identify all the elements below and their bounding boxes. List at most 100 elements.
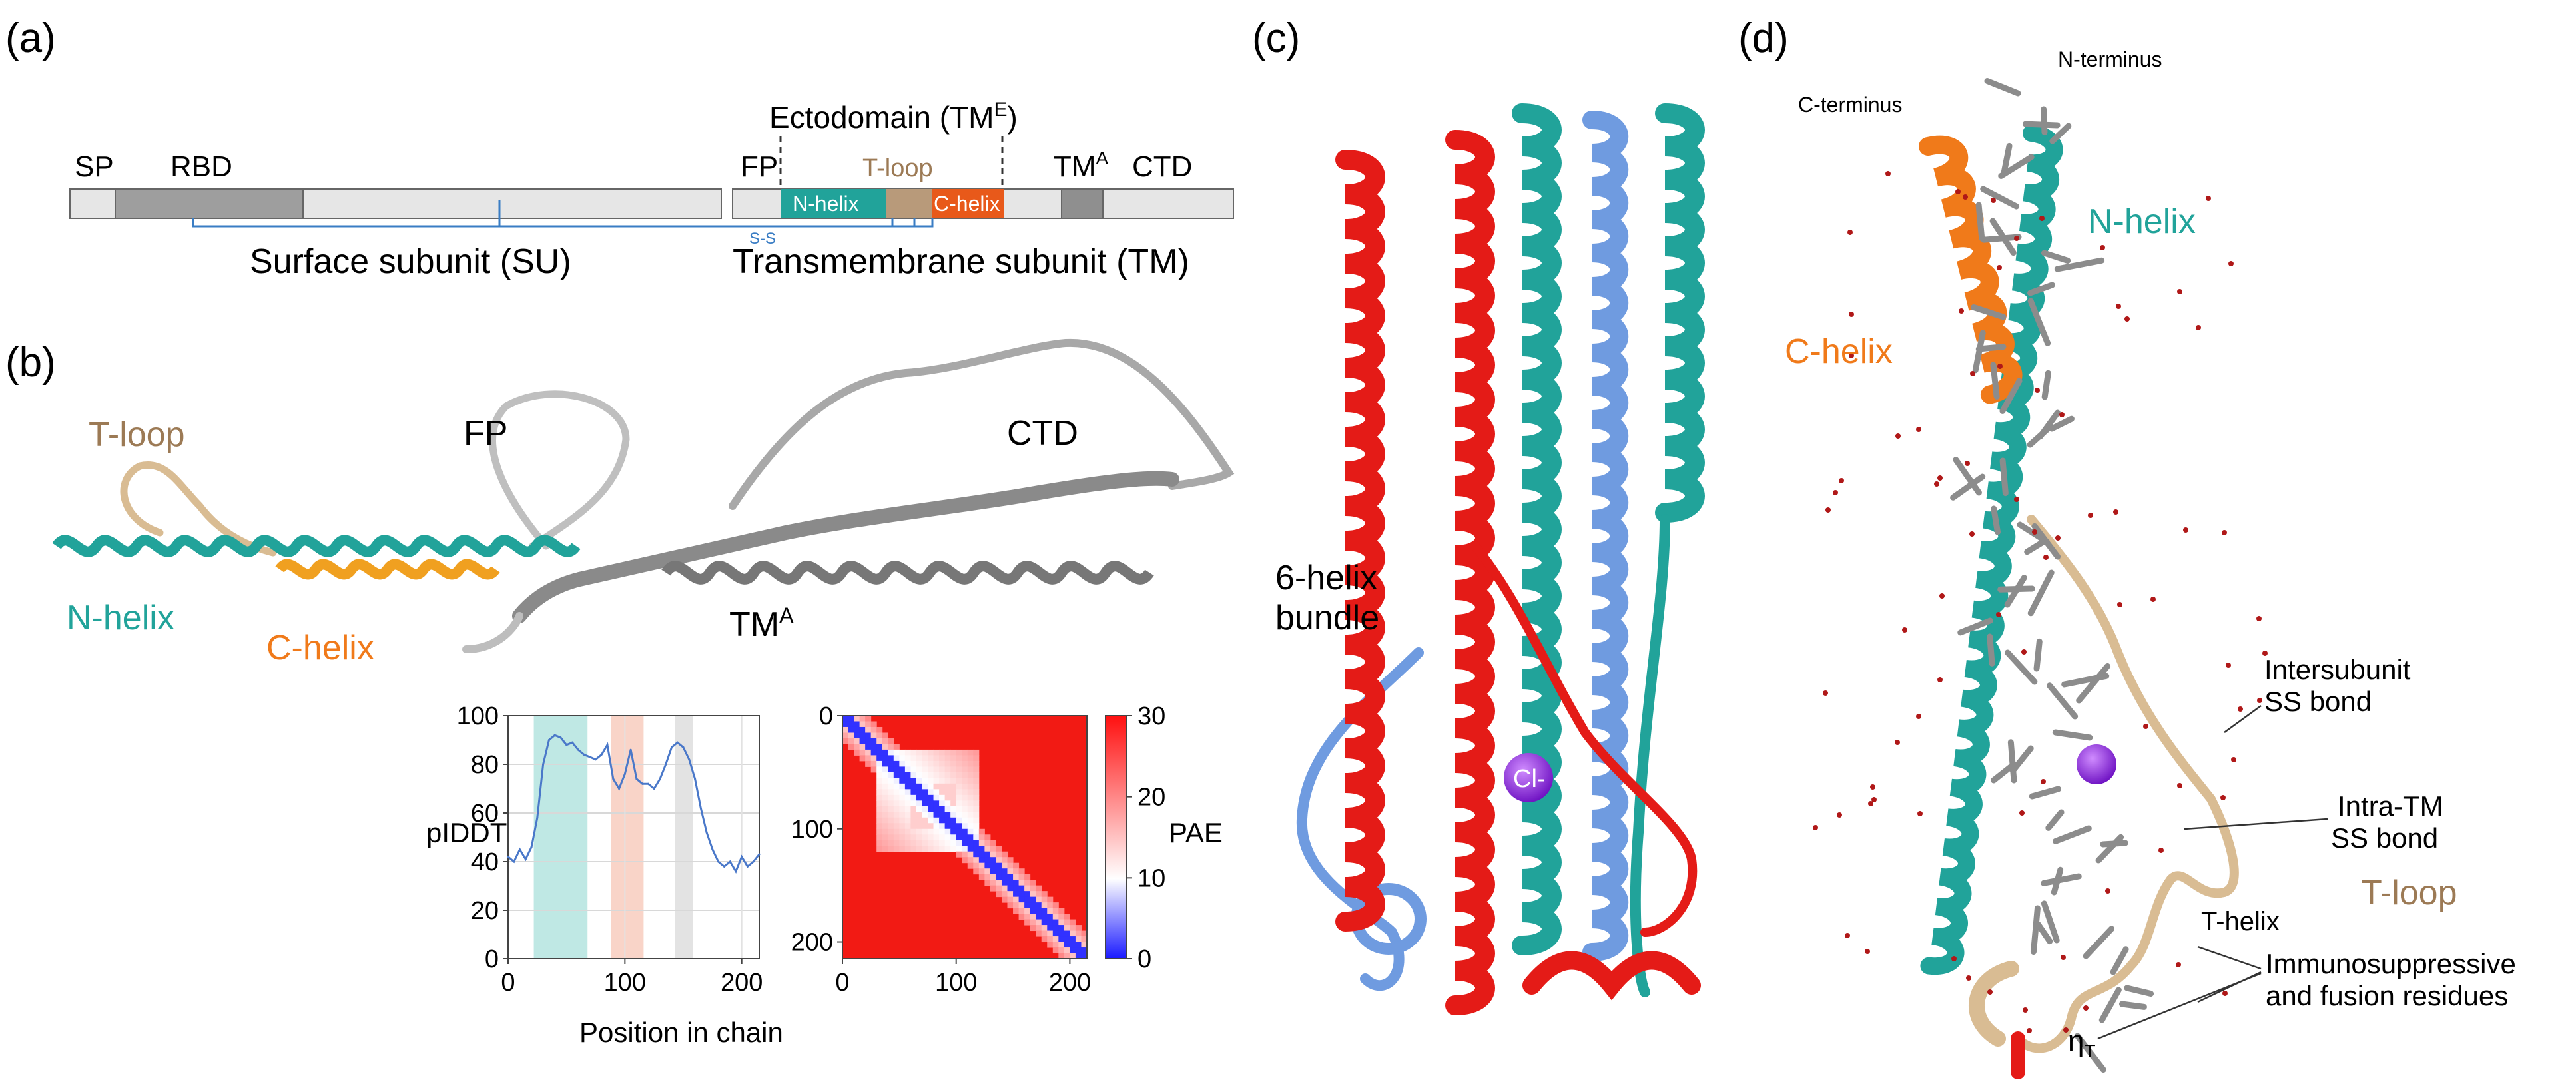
heatmap-cell xyxy=(916,840,922,846)
heatmap-cell xyxy=(1081,936,1088,943)
heatmap-cell xyxy=(888,778,894,784)
heatmap-cell xyxy=(922,828,928,835)
heatmap-cell xyxy=(973,868,980,875)
heatmap-cell xyxy=(933,834,940,841)
heatmap-cell xyxy=(967,806,974,812)
heatmap-cell xyxy=(893,749,900,756)
heatmap-cell xyxy=(854,721,860,728)
water-dot xyxy=(2088,513,2093,518)
heatmap-cell xyxy=(967,851,974,858)
heatmap-cell xyxy=(904,760,911,767)
water-dot xyxy=(2177,289,2182,294)
heatmap-cell xyxy=(962,749,968,756)
plddt-point xyxy=(629,748,632,751)
heatmap-cell xyxy=(1052,902,1059,909)
heatmap-cell xyxy=(967,817,974,824)
heatmap-cell xyxy=(842,732,849,739)
heatmap-cell xyxy=(984,857,991,864)
side-chain xyxy=(2053,825,2092,844)
intra-label-1: Intra-TM xyxy=(2338,790,2443,822)
heatmap-cell xyxy=(1036,914,1042,920)
heatmap-cell xyxy=(888,772,894,778)
plddt-point xyxy=(641,782,644,785)
heatmap-cell xyxy=(990,885,996,892)
heatmap-cell xyxy=(910,755,917,762)
side-chain xyxy=(2051,866,2064,896)
plddt-point xyxy=(653,788,655,790)
heatmap-cell xyxy=(1018,868,1025,875)
heatmap-cell xyxy=(1041,902,1048,909)
heatmap-cell xyxy=(939,806,946,812)
side-chain xyxy=(1953,457,1982,496)
heatmap-cell xyxy=(922,800,928,807)
water-dot xyxy=(1951,956,1957,961)
heatmap-cell xyxy=(1041,914,1048,920)
heatmap-cell xyxy=(865,749,872,756)
heatmap-cell xyxy=(962,857,968,864)
heatmap-cell xyxy=(973,846,980,852)
side-chain xyxy=(1999,457,2009,497)
heatmap-cell xyxy=(893,772,900,778)
water-dot xyxy=(1939,593,1945,599)
water-dot xyxy=(2196,325,2201,330)
heatmap-cell xyxy=(973,817,980,824)
heatmap-cell xyxy=(933,760,940,767)
water-dot xyxy=(1937,677,1943,682)
plddt-point xyxy=(682,746,685,748)
heatmap-cell xyxy=(893,794,900,801)
heatmap-cell xyxy=(865,744,872,750)
heatmap-cell xyxy=(933,846,940,852)
heatmap-cell xyxy=(956,800,962,807)
heatmap-cell xyxy=(904,783,911,790)
water-dot xyxy=(1996,612,2001,617)
heatmap-cell xyxy=(888,755,894,762)
heatmap-cell xyxy=(1036,902,1042,909)
heatmap-cell xyxy=(967,766,974,773)
heatmap-cell xyxy=(1036,925,1042,932)
heatmap-cell xyxy=(888,766,894,773)
heatmap-cell xyxy=(990,846,996,852)
heatmap-cell xyxy=(956,834,962,841)
heatmap-cell xyxy=(973,840,980,846)
heatmap-cell xyxy=(928,760,934,767)
heatmap-cell xyxy=(922,794,928,801)
water-dot xyxy=(2014,497,2019,502)
x-axis-label: Position in chain xyxy=(579,1017,783,1048)
side-chain xyxy=(2049,123,2072,144)
heatmap-cell xyxy=(882,846,888,852)
heatmap-cell xyxy=(956,760,962,767)
heatmap-cell xyxy=(904,766,911,773)
heatmap-cell xyxy=(1041,896,1048,903)
heatmap-cell xyxy=(910,823,917,830)
colorbar-tick-label: 30 xyxy=(1137,702,1165,730)
heatmap-cell xyxy=(1081,942,1088,948)
heatmap-cell xyxy=(978,857,985,864)
heatmap-cell xyxy=(990,840,996,846)
y-tick-label: 0 xyxy=(485,945,499,973)
heatmap-cell xyxy=(990,862,996,869)
water-dot xyxy=(2014,236,2019,241)
heatmap-cell xyxy=(967,857,974,864)
shaded-region-0 xyxy=(533,716,588,959)
heatmap-cell xyxy=(950,772,957,778)
heatmap-cell xyxy=(984,868,991,875)
heatmap-cell xyxy=(928,823,934,830)
heatmap-cell xyxy=(876,778,883,784)
heatmap-cell xyxy=(876,828,883,835)
heatmap-cell xyxy=(1024,908,1031,914)
heatmap-cell xyxy=(1007,891,1014,898)
colorbar-tick-label: 0 xyxy=(1137,945,1151,973)
heatmap-cell xyxy=(933,772,940,778)
side-chain xyxy=(2005,649,2038,685)
side-chain xyxy=(2004,575,2027,608)
heatmap-cell xyxy=(910,789,917,796)
heatmap-cell xyxy=(928,812,934,818)
heatmap-cell xyxy=(967,778,974,784)
heatmap-cell xyxy=(956,778,962,784)
heatmap-cell xyxy=(944,760,951,767)
heatmap-cell xyxy=(922,772,928,778)
heatmap-cell xyxy=(1030,914,1036,920)
side-chain xyxy=(2124,985,2154,997)
heatmap-cell xyxy=(910,778,917,784)
chelix-segment xyxy=(932,189,1004,218)
